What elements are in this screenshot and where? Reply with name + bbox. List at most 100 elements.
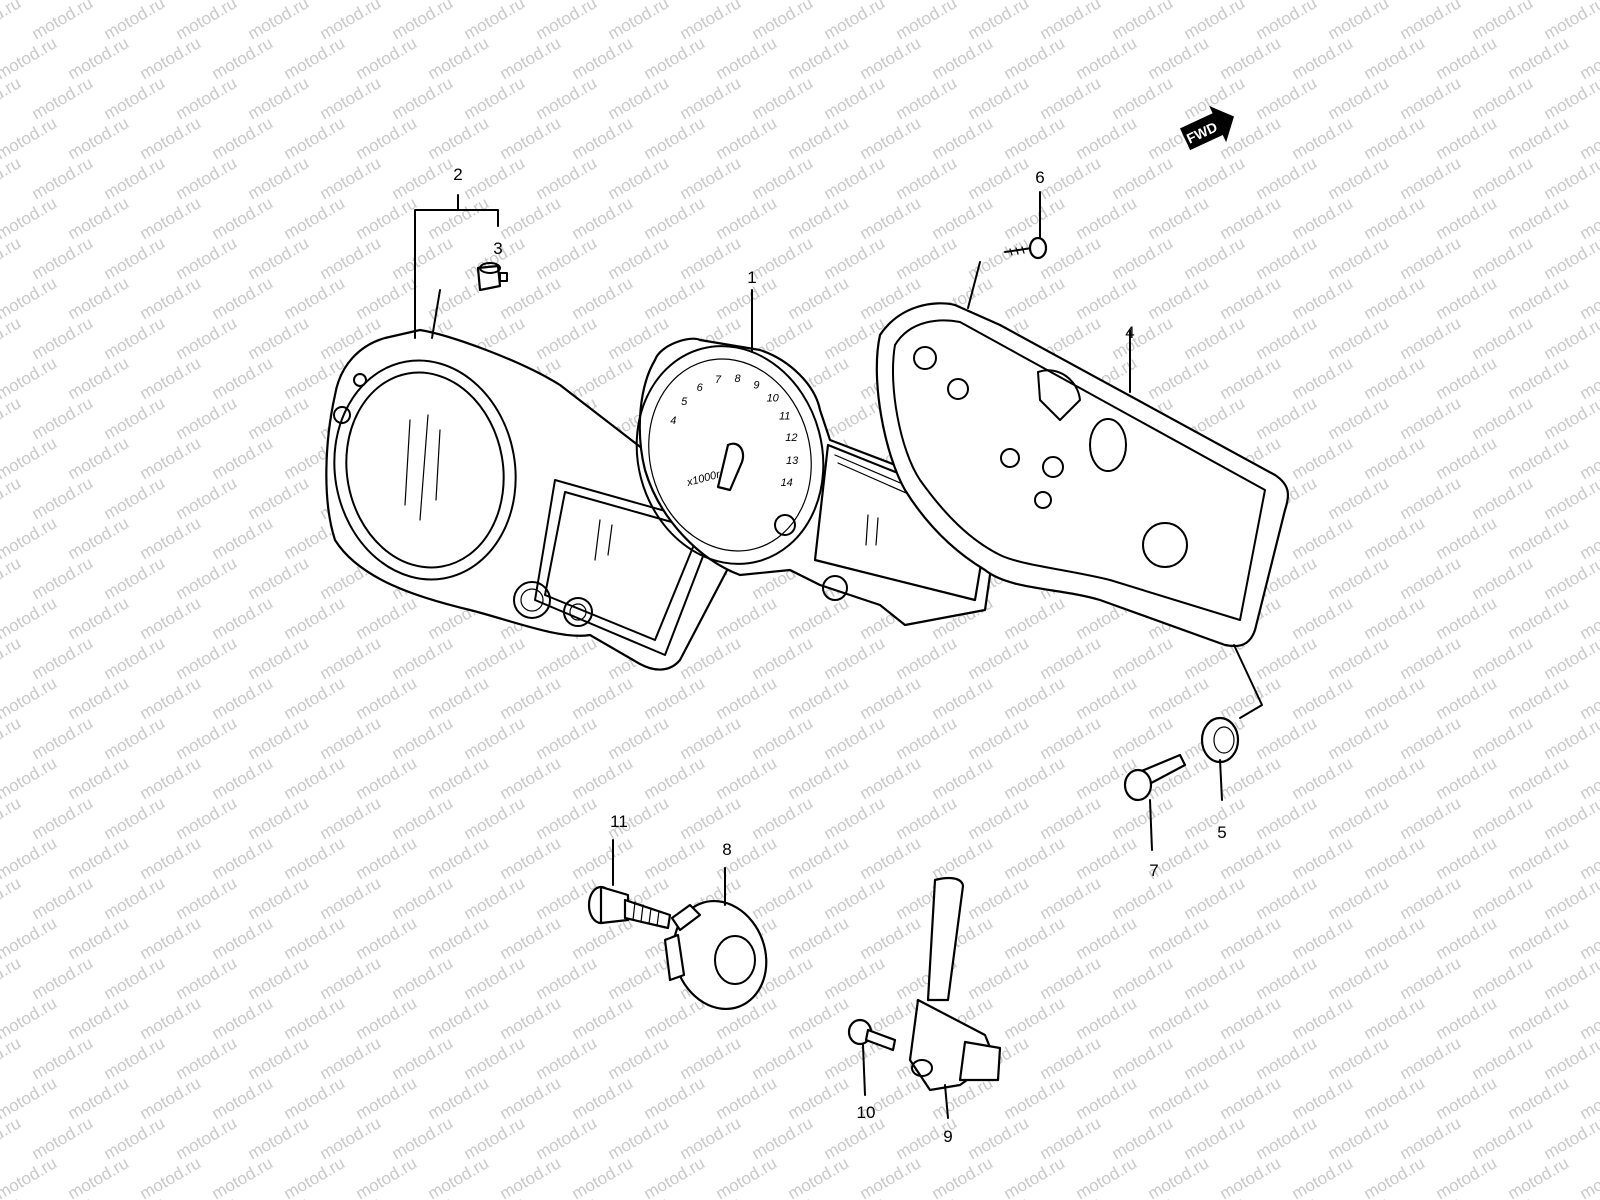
watermark-text: motod.ru bbox=[461, 633, 529, 683]
watermark-text: motod.ru bbox=[389, 1193, 457, 1200]
watermark-text: motod.ru bbox=[1469, 1113, 1537, 1163]
bolt-part-10 bbox=[847, 1018, 897, 1052]
watermark-text: motod.ru bbox=[1469, 313, 1537, 363]
leader-lines bbox=[414, 191, 1263, 1119]
watermark-text: motod.ru bbox=[65, 673, 133, 723]
watermark-text: motod.ru bbox=[1289, 833, 1357, 883]
watermark-text: motod.ru bbox=[785, 753, 853, 803]
watermark-text: motod.ru bbox=[1073, 113, 1141, 163]
watermark-text: motod.ru bbox=[1145, 193, 1213, 243]
screw-part-11 bbox=[587, 885, 672, 930]
watermark-text: motod.ru bbox=[281, 1153, 349, 1200]
watermark-text: motod.ru bbox=[929, 33, 997, 83]
watermark-text: motod.ru bbox=[1505, 433, 1573, 483]
watermark-text: motod.ru bbox=[137, 1073, 205, 1123]
watermark-text: motod.ru bbox=[713, 673, 781, 723]
watermark-text: motod.ru bbox=[1037, 233, 1105, 283]
watermark-text: motod.ru bbox=[1181, 233, 1249, 283]
tachometer-scale-number: 10 bbox=[767, 392, 780, 404]
watermark-text: motod.ru bbox=[569, 1073, 637, 1123]
watermark-text: motod.ru bbox=[1181, 873, 1249, 923]
watermark-text: motod.ru bbox=[1001, 913, 1069, 963]
watermark-text: motod.ru bbox=[29, 793, 97, 843]
tachometer-scale-number: 6 bbox=[697, 382, 704, 394]
watermark-text: motod.ru bbox=[1325, 153, 1393, 203]
watermark-text: motod.ru bbox=[605, 73, 673, 123]
watermark-text: motod.ru bbox=[1325, 793, 1393, 843]
watermark-text: motod.ru bbox=[317, 73, 385, 123]
watermark-text: motod.ru bbox=[65, 33, 133, 83]
watermark-text: motod.ru bbox=[1037, 1113, 1105, 1163]
watermark-text: motod.ru bbox=[929, 193, 997, 243]
watermark-text: motod.ru bbox=[461, 0, 529, 43]
watermark-text: motod.ru bbox=[1253, 153, 1321, 203]
watermark-text: motod.ru bbox=[0, 553, 24, 603]
watermark-text: motod.ru bbox=[1361, 993, 1429, 1043]
tachometer-scale-number: 4 bbox=[670, 415, 676, 427]
mounting-cushion-part-8 bbox=[663, 899, 768, 1011]
watermark-text: motod.ru bbox=[1361, 353, 1429, 403]
watermark-text: motod.ru bbox=[173, 713, 241, 763]
watermark-text: motod.ru bbox=[1073, 273, 1141, 323]
watermark-text: motod.ru bbox=[137, 193, 205, 243]
watermark-text: motod.ru bbox=[1001, 33, 1069, 83]
watermark-text: motod.ru bbox=[245, 713, 313, 763]
watermark-text: motod.ru bbox=[137, 273, 205, 323]
watermark-text: motod.ru bbox=[317, 233, 385, 283]
watermark-text: motod.ru bbox=[317, 633, 385, 683]
watermark-text: motod.ru bbox=[1361, 433, 1429, 483]
watermark-text: motod.ru bbox=[1109, 873, 1177, 923]
watermark-text: motod.ru bbox=[1253, 393, 1321, 443]
watermark-text: motod.ru bbox=[713, 1153, 781, 1200]
watermark-text: motod.ru bbox=[1181, 793, 1249, 843]
meter-rear-case bbox=[875, 302, 1290, 648]
watermark-text: motod.ru bbox=[1469, 793, 1537, 843]
watermark-text: motod.ru bbox=[29, 0, 97, 43]
watermark-text: motod.ru bbox=[1325, 1193, 1393, 1200]
watermark-text: motod.ru bbox=[1109, 0, 1177, 43]
watermark-text: motod.ru bbox=[821, 1113, 889, 1163]
meter-front-case bbox=[325, 328, 744, 671]
callout-9: 9 bbox=[943, 1127, 952, 1146]
watermark-text: motod.ru bbox=[353, 913, 421, 963]
watermark-text: motod.ru bbox=[893, 1193, 961, 1200]
watermark-text: motod.ru bbox=[893, 0, 961, 43]
watermark-text: motod.ru bbox=[1541, 793, 1600, 843]
watermark-text: motod.ru bbox=[1361, 113, 1429, 163]
watermark-text: motod.ru bbox=[857, 673, 925, 723]
watermark-text: motod.ru bbox=[209, 273, 277, 323]
watermark-text: motod.ru bbox=[893, 73, 961, 123]
watermark-text: motod.ru bbox=[173, 0, 241, 43]
screw-part-6 bbox=[1004, 236, 1048, 260]
watermark-text: motod.ru bbox=[29, 1113, 97, 1163]
watermark-text: motod.ru bbox=[569, 113, 637, 163]
watermark-text: motod.ru bbox=[461, 953, 529, 1003]
watermark-text: motod.ru bbox=[209, 33, 277, 83]
watermark-text: motod.ru bbox=[713, 33, 781, 83]
watermark-text: motod.ru bbox=[533, 1113, 601, 1163]
watermark-text: motod.ru bbox=[137, 513, 205, 563]
watermark-text: motod.ru bbox=[893, 153, 961, 203]
watermark-text: motod.ru bbox=[281, 1073, 349, 1123]
watermark-text: motod.ru bbox=[29, 633, 97, 683]
watermark-text: motod.ru bbox=[209, 433, 277, 483]
watermark-text: motod.ru bbox=[1397, 1193, 1465, 1200]
watermark-text: motod.ru bbox=[245, 553, 313, 603]
watermark-text: motod.ru bbox=[173, 1193, 241, 1200]
watermark-text: motod.ru bbox=[245, 793, 313, 843]
watermark-text: motod.ru bbox=[1037, 73, 1105, 123]
watermark-text: motod.ru bbox=[245, 953, 313, 1003]
watermark-text: motod.ru bbox=[65, 433, 133, 483]
watermark-text: motod.ru bbox=[65, 753, 133, 803]
watermark-text: motod.ru bbox=[533, 1033, 601, 1083]
callout-11: 11 bbox=[610, 812, 628, 831]
watermark-text: motod.ru bbox=[65, 993, 133, 1043]
watermark-text: motod.ru bbox=[1145, 673, 1213, 723]
watermark-text: motod.ru bbox=[137, 33, 205, 83]
cushion-part-5 bbox=[1200, 716, 1240, 764]
watermark-text: motod.ru bbox=[101, 553, 169, 603]
callout-1: 1 bbox=[747, 268, 756, 287]
watermark-text: motod.ru bbox=[857, 113, 925, 163]
watermark-text: motod.ru bbox=[65, 193, 133, 243]
